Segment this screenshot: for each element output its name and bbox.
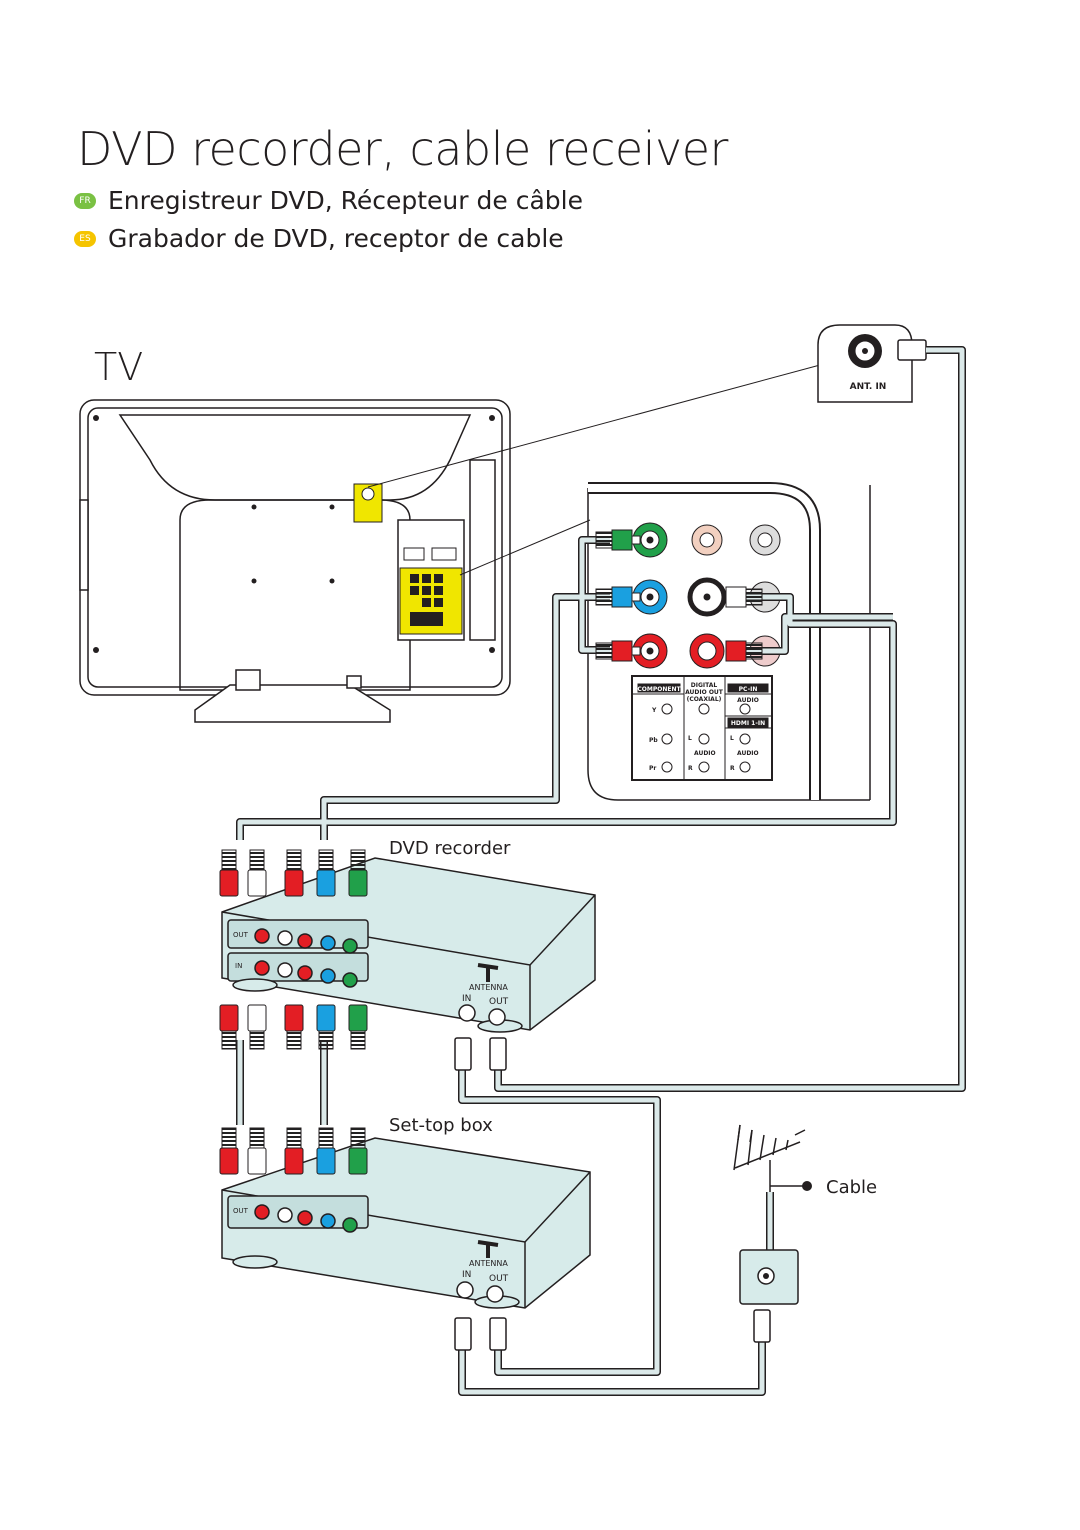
lang-badge-es: ES [74, 230, 96, 247]
ant-in-label: ANT. IN [850, 382, 887, 392]
stb-antenna-label: ANTENNA [469, 1259, 508, 1268]
dvd-out-label: OUT [233, 931, 249, 939]
panel-pr: Pr [649, 765, 656, 772]
wall-outlet [739, 1249, 799, 1305]
tv-antenna-jack-highlight [353, 483, 383, 523]
panel-l2: L [730, 735, 734, 742]
rca-bundle-middle [219, 1004, 368, 1050]
subtitle-es-text: Grabador de DVD, receptor de cable [108, 224, 564, 253]
panel-mini-jacks [661, 703, 751, 773]
stb-ant-in-label: IN [462, 1270, 471, 1280]
cables [236, 346, 966, 1396]
panel-r2: R [730, 765, 735, 772]
subtitle-fr: FR Enregistreur DVD, Récepteur de câble [74, 186, 583, 215]
stb-out-label: OUT [233, 1207, 249, 1215]
stb-labels: OUT ANTENNA IN OUT [233, 1207, 509, 1284]
panel-pb: Pb [649, 737, 658, 744]
set-top-box-device [221, 1137, 591, 1309]
cable-label: Cable [826, 1177, 878, 1198]
stb-out-jacks [254, 1204, 358, 1233]
panel-l: L [688, 735, 692, 742]
page-title: DVD recorder, cable receiver [77, 122, 728, 176]
panel-digital: DIGITAL [691, 682, 718, 689]
antenna-icon [733, 1124, 806, 1192]
dvd-labels: OUT IN ANTENNA IN OUT [233, 931, 509, 1007]
subtitle-fr-text: Enregistreur DVD, Récepteur de câble [108, 186, 583, 215]
component-jacks [632, 522, 668, 669]
tv-connector-panel [397, 519, 465, 641]
audio-jacks [687, 524, 781, 669]
rca-bundle-dvd-top [219, 849, 368, 897]
dvd-antenna-label: ANTENNA [469, 983, 508, 992]
coax-plugs [454, 1037, 771, 1351]
panel-labels: COMPONENT DIGITAL AUDIO OUT (COAXIAL) PC… [637, 682, 765, 772]
panel-component: COMPONENT [637, 686, 681, 693]
dvd-in-label: IN [235, 962, 242, 970]
tv-label: TV [94, 345, 144, 389]
dvd-recorder-device [221, 857, 596, 1033]
dvd-ant-out-label: OUT [489, 997, 509, 1007]
subtitle-es: ES Grabador de DVD, receptor de cable [74, 224, 564, 253]
rca-bundles [219, 849, 368, 1175]
panel-y: Y [651, 707, 657, 714]
lang-badge-fr: FR [74, 192, 96, 209]
callout-lines [367, 364, 821, 576]
tv-rca-plugs [595, 529, 763, 662]
panel-audio-out: AUDIO OUT [685, 689, 724, 696]
panel-coaxial: (COAXIAL) [687, 696, 722, 703]
set-top-box-label: Set-top box [389, 1115, 493, 1136]
stb-ant-out-label: OUT [489, 1274, 509, 1284]
dvd-in-jacks [254, 960, 358, 988]
panel-hdmi: HDMI 1-IN [731, 720, 765, 727]
dvd-recorder-label: DVD recorder [389, 838, 511, 859]
rca-bundle-stb [219, 1127, 368, 1175]
tv-back-panel-zoom [587, 482, 871, 801]
panel-audio-2: AUDIO [737, 750, 759, 757]
vesa-holes [93, 415, 495, 653]
dvd-ant-in-label: IN [462, 994, 471, 1004]
panel-audio-pc: AUDIO [737, 697, 759, 704]
dvd-out-jacks [254, 928, 358, 954]
panel-r: R [688, 765, 693, 772]
panel-pc-in: PC-IN [739, 686, 758, 693]
ant-in-detail: ANT. IN [817, 324, 927, 403]
panel-audio-1: AUDIO [694, 750, 716, 757]
